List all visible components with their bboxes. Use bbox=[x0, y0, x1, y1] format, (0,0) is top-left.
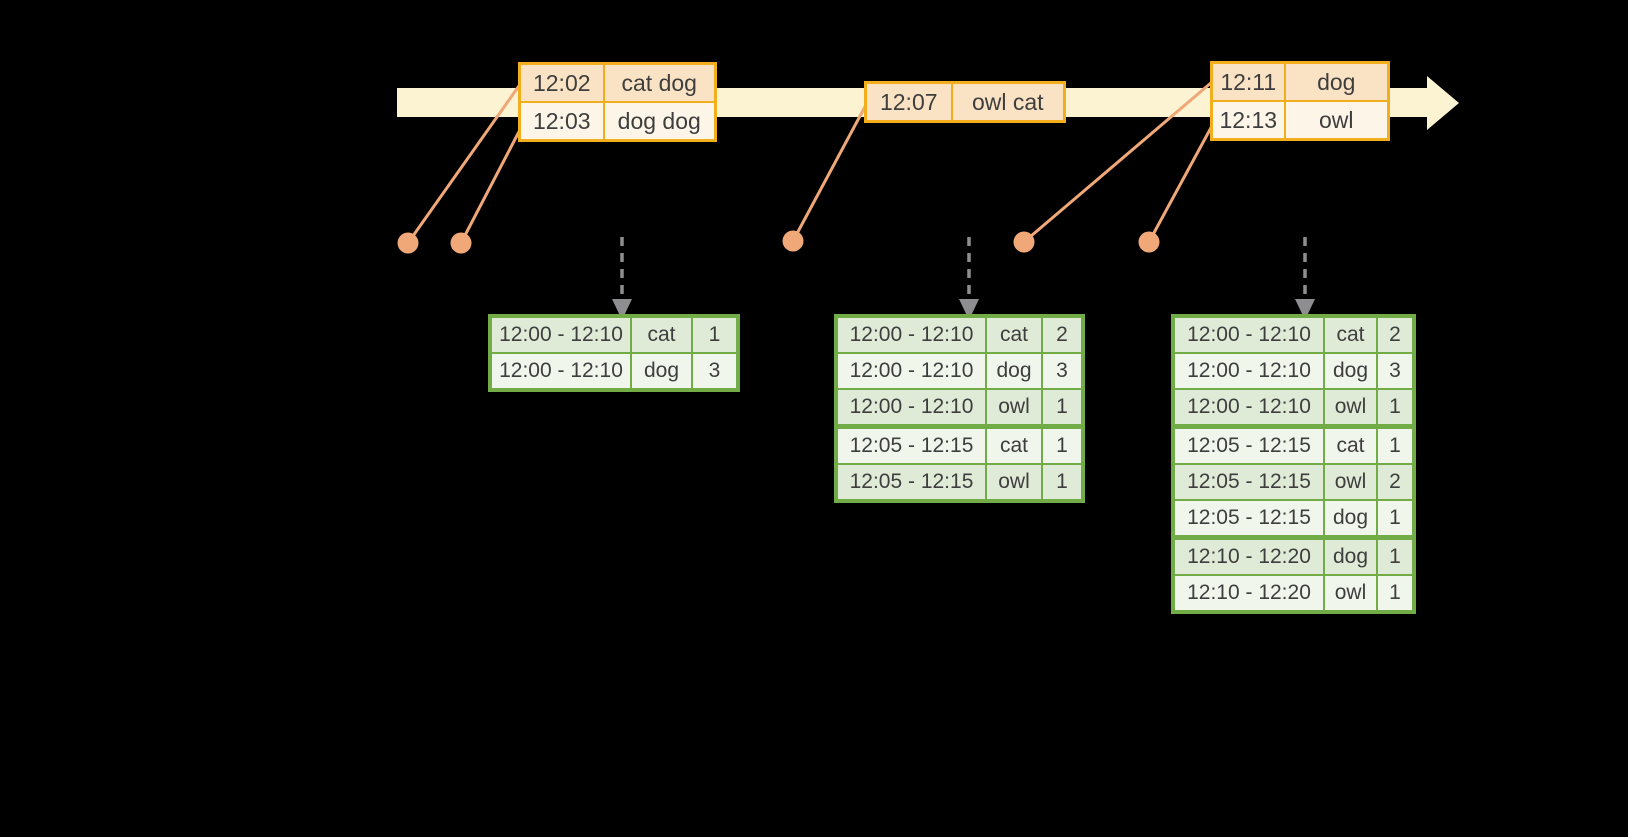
timeline-arrow-head-icon bbox=[1427, 76, 1459, 130]
event-connector-line bbox=[459, 123, 525, 244]
event-marker-dot bbox=[450, 232, 472, 254]
event-words-cell: owl bbox=[1283, 100, 1390, 141]
count-cell: 1 bbox=[1041, 424, 1084, 465]
event-time-cell: 12:03 bbox=[518, 101, 605, 142]
window-cell: 12:05 - 12:15 bbox=[835, 424, 987, 465]
event-marker-dot bbox=[782, 230, 804, 252]
count-cell: 1 bbox=[1376, 574, 1415, 613]
word-cell: dog bbox=[1323, 535, 1378, 576]
window-cell: 12:00 - 12:10 bbox=[489, 315, 632, 354]
count-cell: 1 bbox=[1376, 388, 1415, 428]
count-cell: 1 bbox=[1041, 463, 1084, 502]
window-cell: 12:05 - 12:15 bbox=[1172, 463, 1325, 501]
event-marker-dot bbox=[1013, 231, 1035, 253]
trigger-arrow-head-icon bbox=[959, 299, 979, 320]
window-cell: 12:10 - 12:20 bbox=[1172, 535, 1325, 576]
window-cell: 12:05 - 12:15 bbox=[1172, 424, 1325, 465]
word-cell: dog bbox=[1323, 352, 1378, 390]
event-connector-line bbox=[406, 82, 523, 244]
window-cell: 12:00 - 12:10 bbox=[1172, 352, 1325, 390]
window-cell: 12:05 - 12:15 bbox=[1172, 499, 1325, 539]
word-cell: dog bbox=[985, 352, 1043, 390]
event-time-cell: 12:11 bbox=[1210, 61, 1286, 102]
event-time-cell: 12:07 bbox=[864, 81, 953, 123]
window-cell: 12:05 - 12:15 bbox=[835, 463, 987, 502]
count-cell: 3 bbox=[1041, 352, 1084, 390]
window-cell: 12:00 - 12:10 bbox=[1172, 315, 1325, 354]
event-words-cell: dog dog bbox=[602, 101, 717, 142]
trigger-arrow-head-icon bbox=[612, 299, 632, 320]
count-cell: 2 bbox=[1041, 315, 1084, 354]
event-connector-line bbox=[1147, 123, 1215, 243]
window-cell: 12:00 - 12:10 bbox=[835, 388, 987, 428]
event-marker-dot bbox=[397, 232, 419, 254]
window-cell: 12:00 - 12:10 bbox=[1172, 388, 1325, 428]
event-marker-dot bbox=[1138, 231, 1160, 253]
word-cell: cat bbox=[1323, 424, 1378, 465]
word-cell: owl bbox=[1323, 463, 1378, 501]
window-cell: 12:10 - 12:20 bbox=[1172, 574, 1325, 613]
event-time-cell: 12:02 bbox=[518, 62, 605, 103]
window-cell: 12:00 - 12:10 bbox=[835, 352, 987, 390]
count-cell: 2 bbox=[1376, 463, 1415, 501]
count-cell: 1 bbox=[691, 315, 739, 354]
count-cell: 1 bbox=[1376, 499, 1415, 539]
word-cell: cat bbox=[985, 315, 1043, 354]
window-cell: 12:00 - 12:10 bbox=[835, 315, 987, 354]
count-cell: 3 bbox=[691, 352, 739, 391]
word-cell: cat bbox=[630, 315, 693, 354]
word-cell: owl bbox=[1323, 574, 1378, 613]
event-words-cell: owl cat bbox=[950, 81, 1066, 123]
word-cell: owl bbox=[1323, 388, 1378, 428]
count-cell: 1 bbox=[1041, 388, 1084, 428]
word-cell: owl bbox=[985, 388, 1043, 428]
event-words-cell: dog bbox=[1283, 61, 1390, 102]
word-cell: cat bbox=[1323, 315, 1378, 354]
trigger-arrow-head-icon bbox=[1295, 299, 1315, 320]
event-connector-line bbox=[1023, 80, 1213, 244]
word-cell: cat bbox=[985, 424, 1043, 465]
count-cell: 1 bbox=[1376, 424, 1415, 465]
word-cell: owl bbox=[985, 463, 1043, 502]
event-connector-line bbox=[791, 102, 869, 242]
count-cell: 1 bbox=[1376, 535, 1415, 576]
window-cell: 12:00 - 12:10 bbox=[489, 352, 632, 391]
event-time-cell: 12:13 bbox=[1210, 100, 1286, 141]
word-cell: dog bbox=[630, 352, 693, 391]
count-cell: 2 bbox=[1376, 315, 1415, 354]
count-cell: 3 bbox=[1376, 352, 1415, 390]
event-words-cell: cat dog bbox=[602, 62, 717, 103]
word-cell: dog bbox=[1323, 499, 1378, 539]
